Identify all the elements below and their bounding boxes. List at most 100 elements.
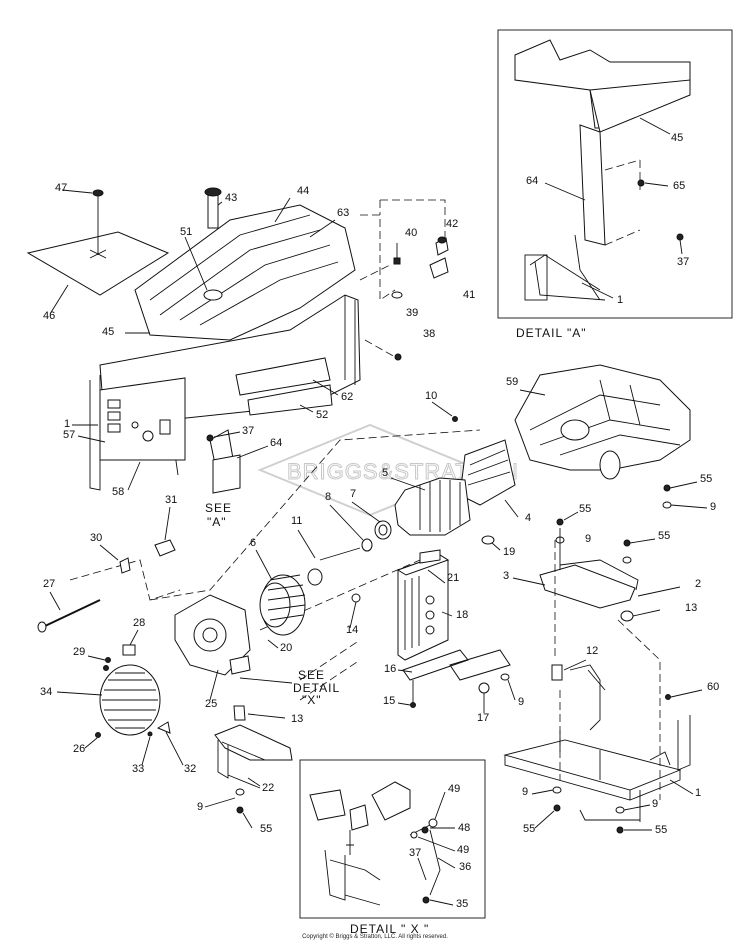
part-callout: 31 [165, 494, 177, 506]
part-callout: 1 [64, 418, 70, 430]
part-callout: 27 [43, 578, 55, 590]
control-panel [99, 377, 186, 461]
fuel-gauge [207, 194, 219, 229]
part-callout: 22 [262, 782, 274, 794]
bolt-icon [637, 179, 645, 187]
see-x-line3: "X" [302, 693, 322, 707]
part-callout: 37 [409, 847, 421, 859]
part-callout: 35 [456, 898, 468, 910]
alternator-assembly: SEE DETAIL "X" [37, 364, 691, 829]
fuel-tank [134, 204, 356, 341]
part-callout: 9 [652, 798, 658, 810]
part-callout: 32 [184, 763, 196, 775]
part-callout: 9 [585, 533, 591, 545]
part-callout: 49 [448, 783, 460, 795]
see-x-line1: SEE [298, 668, 325, 682]
part-callout: 55 [260, 823, 272, 835]
part-callout: 12 [586, 645, 598, 657]
part-callout: 14 [346, 624, 358, 636]
part-callout: 19 [503, 546, 515, 558]
part-callout: 57 [63, 429, 75, 441]
stator-ring [459, 439, 516, 506]
part-callout: 28 [133, 617, 145, 629]
part-callout: 44 [297, 185, 309, 197]
part-callout: 9 [518, 696, 524, 708]
part-callout: 18 [456, 609, 468, 621]
part-callout: 60 [707, 681, 719, 693]
part-callout: 17 [477, 712, 489, 724]
part-callout: 4 [525, 512, 531, 524]
part-callout: 37 [242, 425, 254, 437]
base-frame [503, 481, 708, 834]
part-callout: 47 [55, 182, 67, 194]
part-callout: 52 [316, 409, 328, 421]
part-callout: 38 [423, 328, 435, 340]
detail-x-title: DETAIL " X " [350, 922, 429, 936]
part-callout: 30 [90, 532, 102, 544]
control-box [349, 401, 516, 713]
part-callout: 64 [270, 437, 282, 449]
part-callout: 59 [506, 376, 518, 388]
part-callout: 41 [463, 289, 475, 301]
see-x-line2: DETAIL [293, 681, 340, 695]
cover-plate [26, 231, 170, 296]
part-callout: 21 [447, 572, 459, 584]
part-callout: 37 [677, 256, 689, 268]
fuel-cap [203, 289, 223, 301]
part-callout: 45 [102, 326, 114, 338]
part-callout: 25 [205, 698, 217, 710]
part-callout: 6 [250, 537, 256, 549]
part-callout: 45 [671, 132, 683, 144]
part-callout: 26 [73, 743, 85, 755]
part-callout: 42 [446, 218, 458, 230]
part-callout: 9 [710, 501, 716, 513]
engine [514, 364, 691, 471]
part-callout: 55 [700, 473, 712, 485]
part-callout: 1 [695, 787, 701, 799]
part-callout: 49 [457, 844, 469, 856]
part-callout: 39 [406, 307, 418, 319]
part-callout: 1 [617, 294, 623, 306]
part-callout: 58 [112, 486, 124, 498]
part-callout: 13 [291, 713, 303, 725]
part-callout: 55 [579, 503, 591, 515]
fuel-tank-assembly: SEE "A" [26, 187, 449, 529]
part-callout: 9 [197, 801, 203, 813]
detail-a-panel: DETAIL "A" [497, 29, 733, 340]
part-callout: 48 [458, 822, 470, 834]
part-callout: 55 [658, 530, 670, 542]
part-callout: 20 [280, 642, 292, 654]
part-callout: 63 [337, 207, 349, 219]
part-callout: 15 [383, 695, 395, 707]
part-callout: 62 [341, 391, 353, 403]
part-callout: 11 [291, 515, 302, 527]
part-callout: 55 [655, 824, 667, 836]
part-callout: 51 [180, 226, 192, 238]
part-callout: 29 [73, 646, 85, 658]
detail-a-title: DETAIL "A" [516, 326, 587, 340]
detail-a-frame [497, 29, 733, 319]
part-callout: 55 [523, 823, 535, 835]
part-callout: 36 [459, 861, 471, 873]
detail-x-panel: DETAIL " X " [299, 759, 486, 936]
part-callout: 13 [685, 602, 697, 614]
rotor [394, 477, 471, 536]
part-callout: 65 [673, 180, 685, 192]
detail-x-frame [299, 759, 486, 919]
part-callout: 40 [405, 227, 417, 239]
part-callout: 16 [384, 663, 396, 675]
part-callout: 9 [522, 786, 528, 798]
part-callout: 43 [225, 192, 237, 204]
see-a-line1: SEE [205, 501, 232, 515]
part-callout: 8 [325, 491, 331, 503]
part-callout: 3 [503, 570, 509, 582]
part-callout: 5 [382, 467, 388, 479]
part-callout: 64 [526, 175, 538, 187]
part-callout: 46 [43, 310, 55, 322]
copyright-notice: Copyright © Briggs & Stratton, LLC. All … [302, 934, 448, 940]
part-callout: 7 [350, 488, 356, 500]
part-callout: 2 [695, 578, 701, 590]
part-callout: 10 [425, 390, 437, 402]
